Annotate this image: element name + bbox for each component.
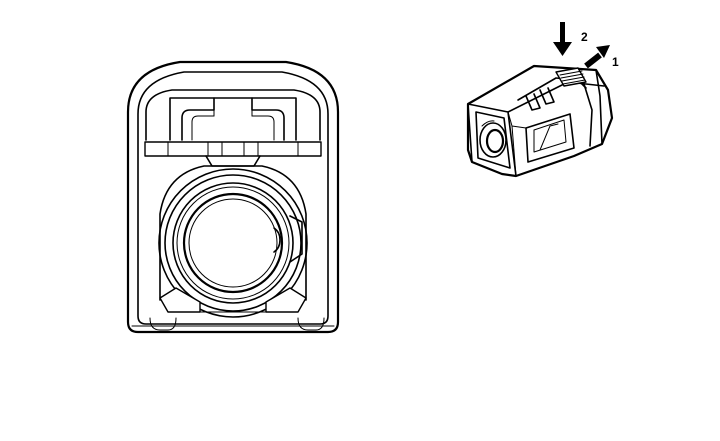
front-view-rib [144,141,322,157]
front-view-latch [169,97,297,141]
iso-view-bore-outer [479,122,507,158]
arrow-2-press-down [553,22,572,56]
iso-view-side-window [525,113,575,163]
front-view-inner-housing [137,71,329,325]
front-view-upper-window [145,89,321,141]
iso-view-bore [485,128,505,154]
front-view-bore [182,192,284,294]
front-view-lock-wedge-left [159,287,201,313]
front-view-ring-outer [158,168,308,318]
arrow-2-label: 2 [581,30,588,44]
front-view-outer-housing [126,60,340,334]
arrow-1-label: 1 [612,55,619,69]
front-view-lock-wedge-right [265,287,307,313]
connector-isometric-view [466,64,614,178]
front-view-cavity [159,165,307,301]
connector-front-view [126,60,340,334]
arrow-1-pull-out [584,45,610,69]
